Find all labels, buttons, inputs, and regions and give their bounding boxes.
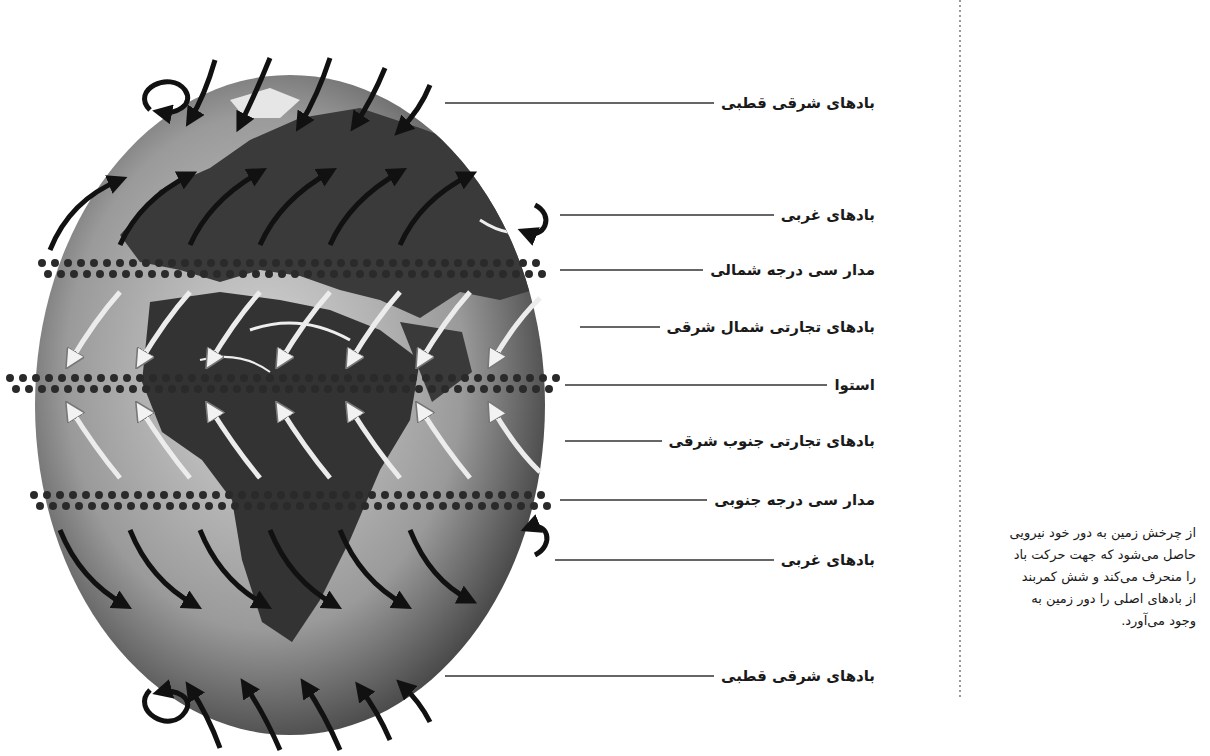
leader-line — [565, 440, 662, 442]
westerly-arrows — [60, 526, 547, 605]
latitude-dots — [10, 263, 560, 506]
polar-easterly-arrows — [145, 58, 430, 130]
leader-line — [445, 675, 714, 677]
wind-label: بادهای تجارتی شمال شرقی — [667, 317, 875, 337]
leader-line — [580, 326, 660, 328]
wind-label: استوا — [834, 375, 875, 395]
wind-label: بادهای تجارتی جنوب شرقی — [669, 431, 875, 451]
wind-label: بادهای غربی — [781, 550, 875, 570]
trade-wind-arrows — [70, 292, 540, 478]
divider-line — [959, 0, 960, 700]
note-text: از چرخش زمین به دور خود نیرویی حاصل می‌ش… — [1008, 522, 1196, 632]
leader-line — [555, 559, 774, 561]
leader-line — [445, 102, 714, 104]
continents — [120, 88, 550, 642]
wind-label: مدار سی درجه شمالی — [710, 260, 875, 280]
leader-line — [565, 384, 827, 386]
leader-line — [560, 499, 707, 501]
leader-line — [560, 269, 703, 271]
wind-label: بادهای غربی — [781, 205, 875, 225]
polar-easterly-arrows — [145, 685, 430, 750]
wind-label: بادهای شرقی قطبی — [721, 666, 875, 686]
westerly-arrows — [50, 172, 546, 250]
leader-lines — [445, 103, 827, 676]
wind-label: مدار سی درجه جنوبی — [714, 490, 875, 510]
wind-label: بادهای شرقی قطبی — [721, 93, 875, 113]
leader-line — [560, 214, 774, 216]
